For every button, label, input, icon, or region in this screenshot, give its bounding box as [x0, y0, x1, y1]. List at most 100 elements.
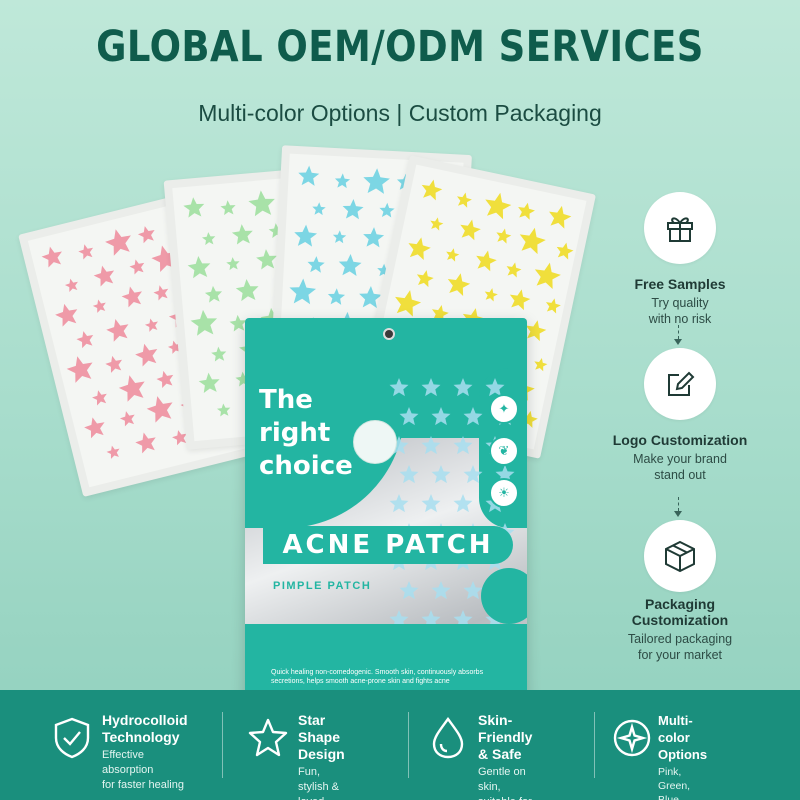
star-patch — [248, 190, 275, 217]
page-title: GLOBAL OEM/ODM SERVICES — [96, 22, 704, 72]
star-patch — [216, 403, 231, 417]
star-patch — [421, 610, 441, 629]
star-patch — [135, 343, 158, 367]
star-patch — [235, 278, 259, 302]
star-patch — [64, 278, 78, 292]
star-patch — [363, 227, 385, 248]
package-bubble — [353, 420, 397, 464]
badge-day-night: ☀ — [489, 478, 519, 508]
star-patch — [105, 229, 131, 256]
feature-packaging-customization: Packaging Customization Tailored packagi… — [605, 520, 755, 663]
star-patch — [332, 230, 347, 244]
star-patch — [146, 396, 173, 423]
sparkle-icon — [613, 719, 651, 757]
star-patch — [389, 494, 409, 513]
star-patch — [395, 290, 422, 317]
star-patch — [534, 358, 548, 372]
star-patch — [377, 263, 391, 277]
star-patch — [534, 262, 561, 290]
package-description: Quick healing non-comedogenic. Smooth sk… — [271, 669, 484, 685]
star-patch — [399, 465, 419, 484]
star-patch — [359, 286, 382, 309]
star-patch — [93, 265, 115, 287]
star-patch — [446, 248, 460, 262]
star-patch — [363, 168, 390, 194]
star-patch — [129, 259, 145, 275]
star-icon — [248, 718, 288, 757]
shield-check-icon — [54, 717, 90, 759]
star-patch — [525, 320, 547, 342]
star-patch — [430, 217, 444, 231]
star-patch — [416, 270, 434, 288]
star-patch — [294, 224, 318, 247]
star-patch — [229, 314, 247, 332]
star-patch — [549, 205, 572, 229]
star-patch — [156, 370, 174, 389]
star-patch — [484, 288, 498, 302]
star-patch — [379, 202, 395, 218]
star-patch — [92, 390, 107, 406]
star-patch — [137, 226, 155, 244]
star-patch — [399, 407, 419, 426]
star-patch — [84, 417, 105, 439]
badge-salicylic: ✦ — [489, 394, 519, 424]
star-patch — [187, 256, 211, 279]
star-patch — [41, 246, 62, 268]
star-patch — [496, 228, 512, 244]
page-subtitle: Multi-color Options | Custom Packaging — [198, 100, 602, 126]
star-patch — [431, 305, 449, 323]
star-patch — [421, 179, 443, 201]
badge-tea: ❦ — [489, 436, 519, 466]
star-patch — [172, 430, 187, 446]
divider — [408, 712, 409, 778]
star-patch — [312, 202, 326, 216]
star-patch — [92, 299, 106, 313]
hang-hole — [383, 328, 395, 340]
arrow-down-icon — [674, 339, 682, 345]
star-patch — [342, 199, 364, 220]
star-patch — [431, 407, 451, 426]
star-patch — [190, 309, 218, 336]
star-patch — [460, 219, 481, 241]
star-patch — [211, 346, 227, 362]
star-patch — [78, 244, 94, 260]
gift-icon — [667, 217, 693, 242]
star-patch — [506, 262, 522, 278]
feature-logo-customization: Logo Customization Make your brand stand… — [605, 348, 755, 483]
star-patch — [66, 356, 93, 383]
star-patch — [519, 227, 546, 255]
divider — [594, 712, 595, 778]
star-patch — [399, 581, 419, 600]
star-patch — [463, 407, 483, 426]
star-patch — [485, 192, 512, 220]
star-patch — [453, 494, 473, 513]
star-patch — [509, 289, 531, 311]
star-patch — [121, 286, 142, 308]
star-patch — [431, 581, 451, 600]
star-patch — [556, 242, 574, 260]
star-patch — [144, 318, 158, 332]
benefits-bar: Hydrocolloid Technology Effective absorp… — [0, 690, 800, 800]
star-patch — [421, 436, 441, 455]
star-patch — [298, 165, 320, 186]
star-patch — [220, 200, 236, 216]
star-patch — [106, 445, 120, 459]
package-name: ACNE PATCH — [263, 526, 513, 564]
star-patch — [256, 249, 278, 270]
star-patch — [518, 202, 535, 220]
star-patch — [338, 253, 362, 276]
star-patch — [476, 250, 497, 272]
star-patch — [231, 224, 253, 245]
star-patch — [105, 355, 123, 373]
star-patch — [453, 610, 473, 629]
star-patch — [119, 411, 135, 427]
star-patch — [76, 331, 94, 349]
star-patch — [485, 378, 505, 397]
star-patch — [545, 298, 561, 314]
star-patch — [289, 278, 317, 305]
star-patch — [226, 257, 240, 271]
package-subname: PIMPLE PATCH — [273, 580, 372, 592]
star-patch — [307, 256, 325, 273]
star-patch — [431, 465, 451, 484]
divider — [222, 712, 223, 778]
